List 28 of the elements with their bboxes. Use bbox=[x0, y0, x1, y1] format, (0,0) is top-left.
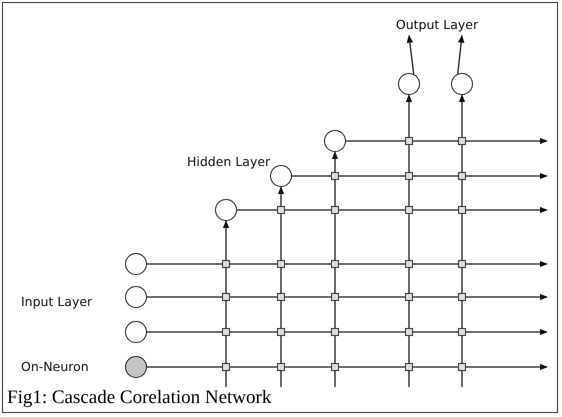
arrow bbox=[406, 94, 412, 387]
arrow bbox=[406, 34, 414, 74]
neuron-label: On-Neuron bbox=[21, 359, 90, 374]
arrow bbox=[222, 220, 230, 387]
neuron-circle bbox=[324, 130, 346, 152]
neuron-circle bbox=[215, 199, 237, 221]
arrow bbox=[292, 172, 548, 180]
arrow bbox=[458, 94, 466, 387]
neuron-circle bbox=[398, 73, 420, 95]
neuron-circle bbox=[125, 321, 147, 343]
bias-neuron-circle bbox=[125, 356, 147, 378]
neuron-circle bbox=[125, 286, 147, 308]
neuron-circle bbox=[270, 165, 292, 187]
layer-label: Output Layer bbox=[392, 16, 482, 32]
arrow bbox=[147, 328, 548, 336]
neuron-circle bbox=[125, 253, 147, 275]
arrow bbox=[147, 260, 548, 268]
layer-label: Hidden Layer bbox=[187, 154, 270, 169]
arrow bbox=[237, 206, 548, 214]
arrow bbox=[332, 151, 338, 387]
arrow bbox=[147, 364, 548, 370]
neuron-circle bbox=[451, 73, 473, 95]
layer-label: Input Layer bbox=[21, 294, 92, 309]
arrow bbox=[278, 186, 284, 387]
arrow bbox=[457, 34, 464, 74]
arrow bbox=[147, 294, 548, 300]
figure-caption: Fig1: Cascade Corelation Network bbox=[7, 387, 272, 409]
arrow bbox=[346, 138, 548, 144]
